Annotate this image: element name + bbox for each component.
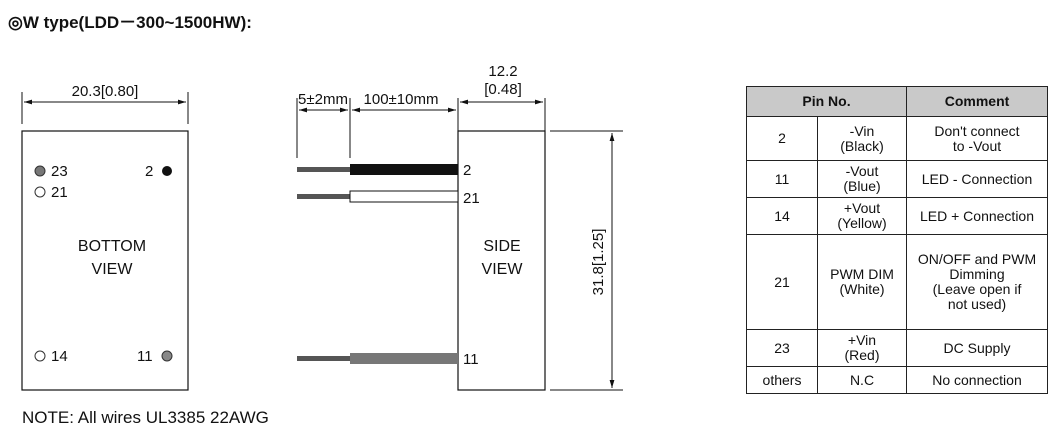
comment-header: Comment (906, 86, 1048, 117)
pin-2-marker (162, 166, 172, 176)
pin-table: Pin No. Comment 2 -Vin(Black) Don't conn… (746, 86, 1048, 394)
pin-11-label: 11 (137, 348, 153, 365)
pin-function-line2: (Red) (844, 347, 880, 363)
pin-number-cell: 21 (746, 234, 818, 330)
pin-number-cell: 14 (746, 197, 818, 235)
pin-no-header: Pin No. (746, 86, 907, 117)
bottom-view-label-line1: BOTTOM (78, 238, 146, 255)
wire-2-stripped (297, 167, 350, 172)
pin-function-line1: +Vin (847, 332, 877, 348)
side-view: 5±2mm 100±10mm 12.2 [0.48] 2 21 11 SIDE … (296, 63, 623, 391)
comment-line: ON/OFF and PWM (917, 251, 1037, 267)
bottom-width-dim: 20.3[0.80] (72, 83, 139, 100)
pin-function-cell: -Vin(Black) (817, 116, 907, 161)
pin-2-label: 2 (145, 163, 153, 180)
note-text: NOTE: All wires UL3385 22AWG (22, 408, 269, 427)
bottom-module-outline (21, 130, 189, 391)
side-pin-2-label: 2 (463, 162, 471, 179)
pin-function-cell: N.C (817, 366, 907, 394)
side-pin-21-label: 21 (463, 190, 480, 207)
mechanical-drawing: 20.3[0.80] 23 2 21 14 11 BOTTOM VIEW 5±2… (21, 63, 623, 391)
side-view-label-line2: VIEW (482, 261, 524, 278)
pin-function-cell: PWM DIM(White) (817, 234, 907, 330)
pin-function-line2: (White) (839, 281, 885, 297)
pin-21-marker (34, 186, 46, 198)
pin-23-marker (34, 165, 46, 177)
comment-line: Dimming (949, 266, 1005, 282)
wire-11-gray (350, 353, 458, 364)
pin-function-cell: +Vin(Red) (817, 329, 907, 367)
pin-function-line1: +Vout (843, 200, 881, 216)
pin-comment-cell: LED - Connection (906, 160, 1048, 198)
pin-function-line1: PWM DIM (830, 266, 894, 282)
pin-number-cell: others (746, 366, 818, 394)
bottom-view: 20.3[0.80] 23 2 21 14 11 BOTTOM VIEW (21, 83, 189, 391)
pin-comment-cell: DC Supply (906, 329, 1048, 367)
table-row: 23 +Vin(Red) DC Supply (746, 329, 1048, 367)
pin-11-marker (161, 350, 173, 362)
pin-14-marker (34, 350, 46, 362)
pin-function-line1: -Vin (849, 122, 875, 139)
table-row: others N.C No connection (746, 366, 1048, 394)
side-view-label-line1: SIDE (483, 238, 520, 255)
pin-function-cell: -Vout(Blue) (817, 160, 907, 198)
pin-function-line2: (Blue) (843, 178, 881, 194)
comment-line: to -Vout (952, 137, 1002, 154)
pin-21-label: 21 (51, 184, 68, 201)
table-row: 14 +Vout(Yellow) LED + Connection (746, 197, 1048, 235)
wire-2-black (350, 164, 458, 175)
pin-comment-cell: LED + Connection (906, 197, 1048, 235)
comment-line: (Leave open if (932, 281, 1022, 297)
comment-line: not used) (947, 296, 1007, 312)
page-heading: ◎W type(LDD－300~1500HW): (8, 13, 252, 32)
comment-line: Don't connect (934, 122, 1020, 139)
thickness-dim-line1: 12.2 (488, 63, 517, 80)
pin-function-cell: +Vout(Yellow) (817, 197, 907, 235)
pin-number-cell: 11 (746, 160, 818, 198)
wire-length-dim: 100±10mm (364, 91, 439, 108)
pin-function-line2: (Black) (840, 137, 884, 154)
pin-number-cell: 2 (746, 116, 818, 161)
wire-11-stripped (297, 356, 350, 361)
thickness-dim-line2: [0.48] (484, 81, 522, 98)
pin-14-label: 14 (51, 348, 68, 365)
wire-21-stripped (297, 194, 350, 199)
height-dim: 31.8[1.25] (590, 229, 607, 296)
table-row: 11 -Vout(Blue) LED - Connection (746, 160, 1048, 198)
pin-function-line1: -Vout (845, 163, 879, 179)
pin-comment-cell: No connection (906, 366, 1048, 394)
strip-length-dim: 5±2mm (298, 91, 348, 108)
side-module-outline (457, 130, 546, 391)
wire-21-white (349, 190, 459, 203)
pin-table-header-row: Pin No. Comment (746, 86, 1048, 117)
bottom-view-label-line2: VIEW (92, 261, 134, 278)
pin-number-cell: 23 (746, 329, 818, 367)
pin-function-line2: (Yellow) (837, 215, 887, 231)
side-pin-11-label: 11 (463, 351, 479, 368)
pin-23-label: 23 (51, 163, 68, 180)
